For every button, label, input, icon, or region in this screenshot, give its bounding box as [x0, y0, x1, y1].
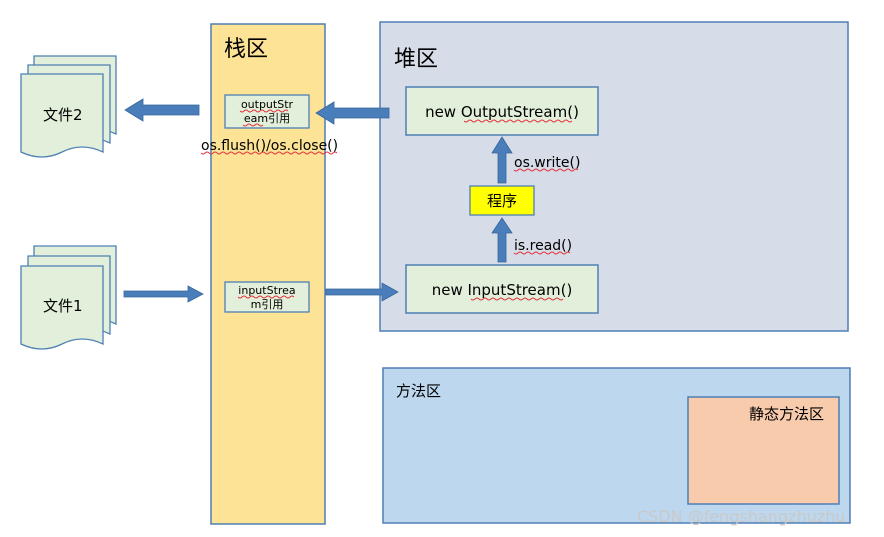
flush-close-label: os.flush()/os.close(): [201, 138, 338, 154]
static-method-area-title: 静态方法区: [749, 405, 824, 423]
spell-underline: [470, 297, 564, 301]
arrow-ref-to-input-object-icon: [325, 282, 399, 302]
spell-underline: [200, 151, 338, 155]
output-stream-ref-line1: outputStr: [241, 98, 294, 111]
spell-underline: [239, 109, 289, 113]
spell-underline: [463, 119, 573, 123]
heap-title: 堆区: [394, 47, 438, 72]
output-stream-object: [405, 86, 599, 136]
method-area-title: 方法区: [396, 382, 441, 400]
spell-underline: [242, 123, 264, 127]
spell-underline: [513, 251, 571, 255]
arrow-to-file2-icon: [124, 98, 200, 122]
csdn-watermark: CSDN @fengshangzhuzhu: [637, 507, 845, 526]
program-box: [469, 185, 535, 216]
output-stream-ref-line2: eam引用: [244, 111, 290, 125]
output-stream-object-label: new OutputStream(): [425, 103, 579, 121]
arrow-file1-to-ref-icon: [123, 285, 204, 303]
file1-label: 文件1: [43, 297, 83, 315]
arrow-read-up-icon: [491, 217, 513, 263]
arrow-output-object-to-ref-icon: [315, 101, 390, 125]
static-method-area: [687, 396, 840, 505]
spell-underline: [513, 168, 579, 172]
input-stream-object: [405, 264, 599, 314]
input-stream-ref-line1: inputStrea: [238, 284, 295, 297]
program-label: 程序: [487, 192, 517, 210]
arrow-write-up-icon: [491, 136, 513, 184]
file2-label: 文件2: [43, 106, 83, 124]
spell-underline: [237, 295, 295, 299]
stack-title: 栈区: [224, 37, 268, 62]
input-stream-ref-box: [224, 281, 310, 313]
os-write-label: os.write(): [514, 155, 580, 171]
input-stream-object-label: new InputStream(): [432, 281, 573, 299]
is-read-label: is.read(): [514, 238, 572, 254]
input-stream-ref-line2: m引用: [251, 297, 284, 311]
